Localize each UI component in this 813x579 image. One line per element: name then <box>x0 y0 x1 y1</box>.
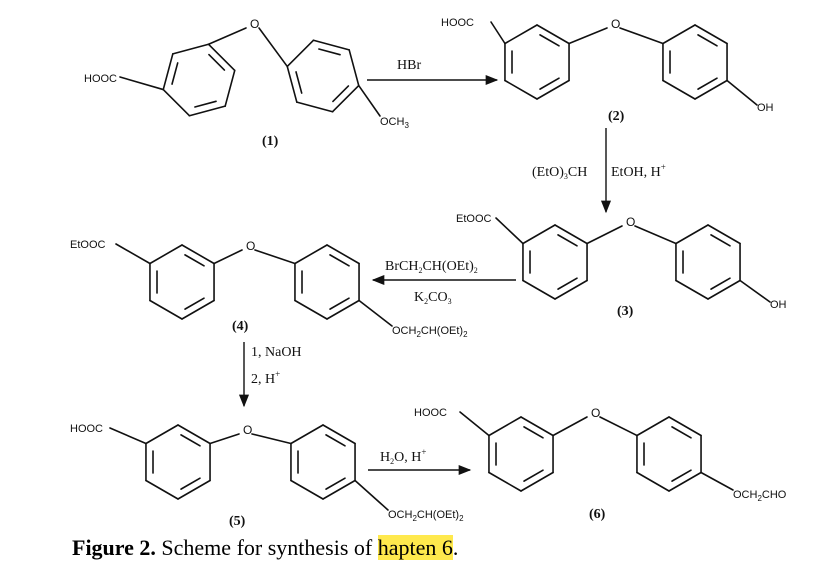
step5-reagent: H2O, H+ <box>380 447 426 466</box>
bond-lines <box>109 21 771 511</box>
step4-reagent-line1: 1, NaOH <box>251 345 302 360</box>
step4-reagent-line2: 2, H+ <box>251 369 280 387</box>
c2-left-group: HOOC <box>441 17 474 29</box>
c4-number: (4) <box>232 319 249 334</box>
c6-bridge-oxygen: O <box>591 406 600 420</box>
caption-highlight: hapten 6 <box>377 535 453 560</box>
c5-number: (5) <box>229 514 246 529</box>
c2-number: (2) <box>608 109 625 124</box>
caption-trailing: . <box>452 535 459 560</box>
c4-left-group: EtOOC <box>70 239 106 251</box>
c2-right-group: OH <box>757 102 774 114</box>
c5-right-group: OCH2CH(OEt)2 <box>388 509 464 523</box>
step1-reagent: HBr <box>397 58 421 73</box>
synthesis-scheme: HOOC O OCH3 (1) HOOC O OH (2) EtOOC O OH… <box>70 17 787 529</box>
c3-bridge-oxygen: O <box>626 215 635 229</box>
c4-bridge-oxygen: O <box>246 239 255 253</box>
c3-number: (3) <box>617 304 634 319</box>
step3-reagent-below: K2CO3 <box>414 290 452 306</box>
c6-number: (6) <box>589 507 606 522</box>
figure-caption: Figure 2. Scheme for synthesis of hapten… <box>72 535 458 561</box>
c6-left-group: HOOC <box>414 407 447 419</box>
step3-reagent-above: BrCH2CH(OEt)2 <box>385 259 478 275</box>
c5-left-group: HOOC <box>70 423 103 435</box>
figure-label: Figure 2. <box>72 535 156 560</box>
c1-number: (1) <box>262 134 279 149</box>
step2-reagent-right: EtOH, H+ <box>611 162 666 180</box>
c1-right-group: OCH3 <box>380 116 409 130</box>
c1-left-group: HOOC <box>84 73 117 85</box>
c4-right-group: OCH2CH(OEt)2 <box>392 325 468 339</box>
c3-left-group: EtOOC <box>456 213 492 225</box>
c1-bridge-oxygen: O <box>250 17 259 31</box>
c5-bridge-oxygen: O <box>243 423 252 437</box>
c6-right-group: OCH2CHO <box>733 489 787 503</box>
caption-text: Scheme for synthesis of <box>161 535 378 560</box>
c2-bridge-oxygen: O <box>611 17 620 31</box>
c3-right-group: OH <box>770 299 787 311</box>
step2-reagent-left: (EtO)3CH <box>532 165 587 181</box>
